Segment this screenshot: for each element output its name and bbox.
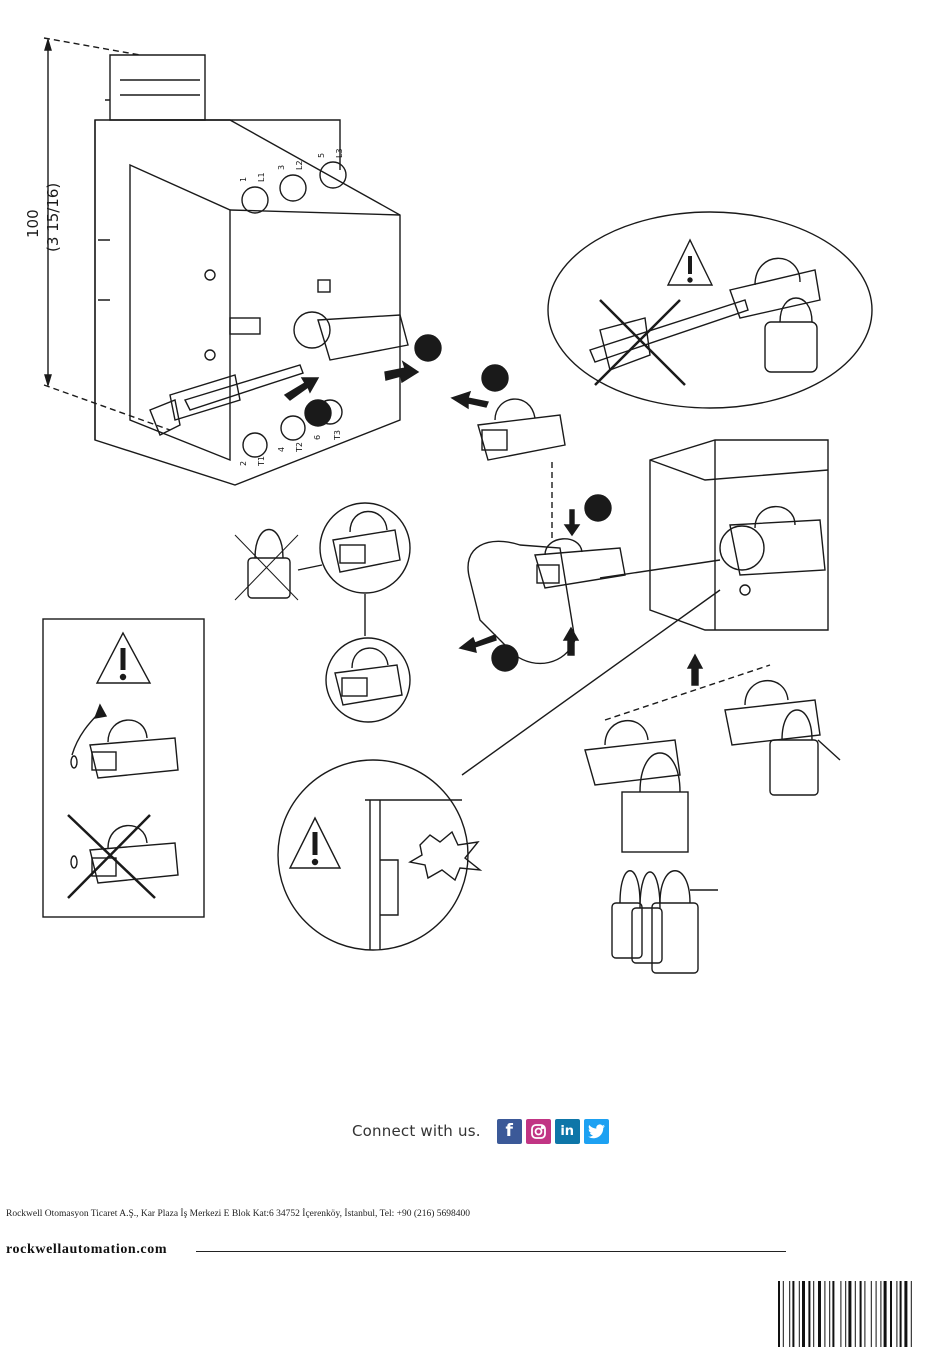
barcode-bar	[783, 1281, 784, 1347]
barcode-bar	[824, 1281, 825, 1347]
barcode-bar	[845, 1281, 846, 1347]
terminal-top-4: L2	[295, 160, 304, 170]
terminal-bottom-4: T2	[295, 442, 304, 453]
barcode-bar	[896, 1281, 897, 1347]
facebook-icon[interactable]: f	[497, 1119, 522, 1144]
barcode-bar	[876, 1281, 877, 1347]
terminal-labels: 1 L1 3 L2 5 L3 2 T1 4 T2 6 T3	[0, 0, 950, 1060]
barcode-bar	[911, 1281, 912, 1347]
barcode-bar	[799, 1281, 800, 1347]
terminal-top-3: 3	[277, 165, 286, 170]
terminal-top-1: 1	[239, 177, 248, 182]
barcode-bar	[829, 1281, 830, 1347]
barcode-bar	[871, 1281, 872, 1347]
terminal-bottom-6: T3	[333, 430, 342, 441]
twitter-icon[interactable]	[584, 1119, 609, 1144]
terminal-bottom-2: T1	[257, 456, 266, 467]
barcode-bar	[778, 1281, 780, 1347]
barcode-bar	[832, 1281, 834, 1347]
company-address: Rockwell Otomasyon Ticaret A.Ş., Kar Pla…	[6, 1209, 470, 1219]
terminal-top-2: L1	[257, 172, 266, 182]
footer-rule	[196, 1251, 786, 1252]
barcode-bar	[813, 1281, 814, 1347]
barcode-bar	[808, 1281, 810, 1347]
barcode-bar	[792, 1281, 794, 1347]
terminal-top-5: 5	[317, 153, 326, 158]
barcode-bar	[818, 1281, 821, 1347]
barcode-bar	[860, 1281, 862, 1347]
terminal-bottom-5: 6	[313, 435, 322, 440]
social-connect-bar: Connect with us. f in	[352, 1118, 609, 1144]
barcode-bar	[802, 1281, 805, 1347]
terminal-bottom-1: 2	[239, 461, 248, 466]
website-link[interactable]: rockwellautomation.com	[6, 1242, 167, 1258]
barcode-bar	[884, 1281, 887, 1347]
instagram-icon[interactable]	[526, 1119, 551, 1144]
barcode-bar	[904, 1281, 907, 1347]
barcode-bar	[789, 1281, 790, 1347]
terminal-top-6: L3	[335, 148, 344, 158]
connect-label: Connect with us.	[352, 1122, 481, 1140]
barcode-bar	[900, 1281, 902, 1347]
barcode-bar	[880, 1281, 881, 1347]
barcode-bar	[840, 1281, 841, 1347]
barcode-bar	[848, 1281, 851, 1347]
barcode-bar	[864, 1281, 865, 1347]
barcode-bar	[890, 1281, 892, 1347]
barcode-bar	[855, 1281, 856, 1347]
terminal-bottom-3: 4	[277, 447, 286, 452]
barcode	[778, 1281, 950, 1347]
linkedin-icon[interactable]: in	[555, 1119, 580, 1144]
